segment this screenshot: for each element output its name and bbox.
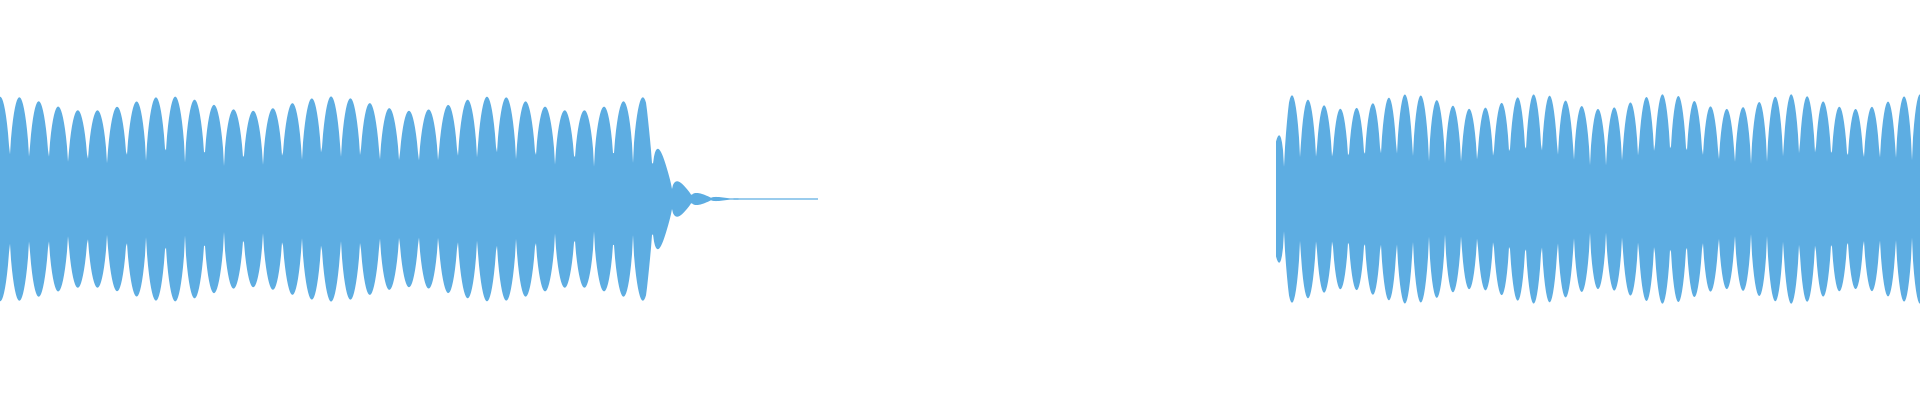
waveform-clip-left[interactable] (0, 96, 818, 302)
waveform-envelope (1276, 94, 1920, 304)
waveform-envelope (0, 96, 818, 302)
waveform-clip-right[interactable] (1276, 94, 1920, 304)
